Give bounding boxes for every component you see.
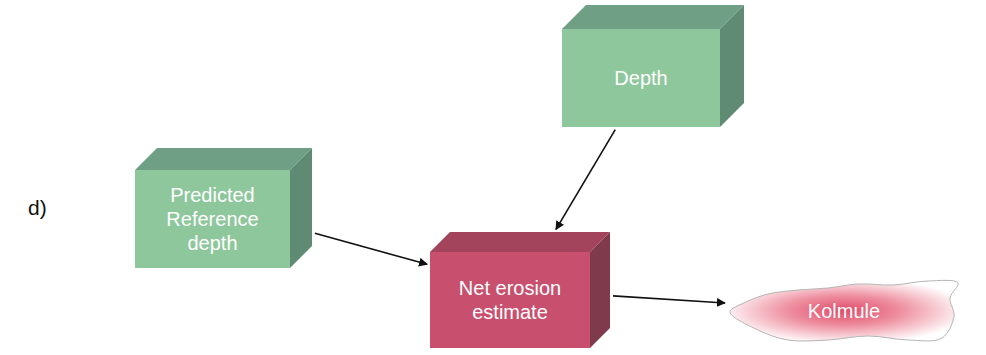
arrow-connector (315, 233, 427, 264)
node-face: Depth (562, 29, 720, 127)
process-box: Net erosion estimate (430, 232, 610, 348)
node-face: Predicted Reference depth (135, 170, 290, 268)
box-top (135, 148, 312, 170)
arrow-connector (613, 296, 725, 303)
area-shape: Kolmule (728, 278, 960, 343)
box-top (430, 232, 610, 252)
input-box: Depth (562, 5, 744, 127)
node-text: Kolmule (808, 299, 880, 323)
box-side (720, 5, 744, 127)
box-front (562, 29, 720, 127)
box-top (562, 5, 744, 29)
node-face: Net erosion estimate (430, 252, 590, 348)
box-side (590, 232, 610, 348)
node-face: Kolmule (728, 278, 960, 343)
arrow-connector (556, 130, 615, 230)
node-shape (562, 5, 744, 127)
panel-label: d) (28, 196, 47, 220)
box-front (430, 252, 590, 348)
area-outline (730, 280, 958, 341)
node-text: Net erosion estimate (445, 276, 575, 324)
input-box: Predicted Reference depth (135, 148, 312, 268)
box-front (135, 170, 290, 268)
box-side (290, 148, 312, 268)
node-text: Predicted Reference depth (153, 183, 273, 255)
node-text: Depth (614, 66, 667, 90)
